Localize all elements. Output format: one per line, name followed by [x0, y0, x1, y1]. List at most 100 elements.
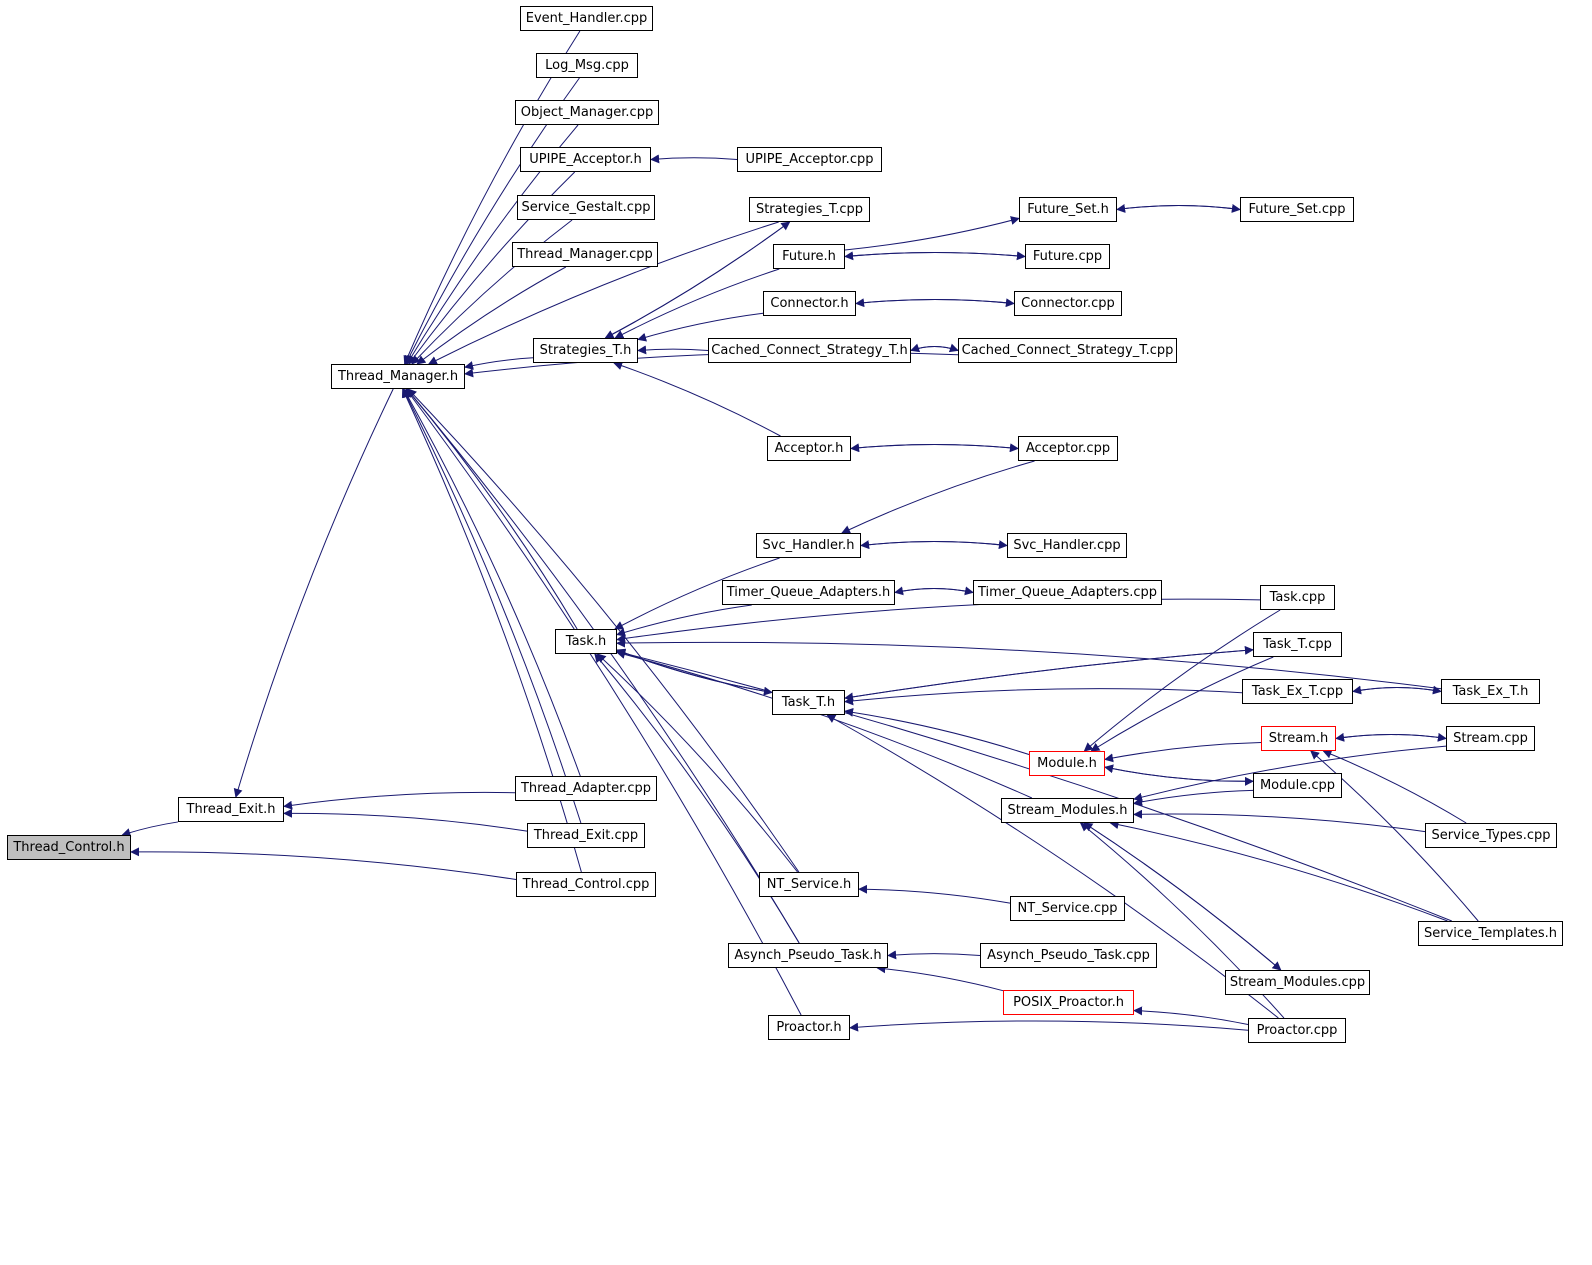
- node-strategies-t-cpp[interactable]: Strategies_T.cpp: [749, 197, 870, 222]
- node-proactor-cpp[interactable]: Proactor.cpp: [1248, 1018, 1346, 1043]
- node-future-h[interactable]: Future.h: [773, 244, 845, 269]
- dependency-edge: [613, 361, 781, 437]
- dependency-edge: [1083, 609, 1281, 752]
- node-service-types-cpp[interactable]: Service_Types.cpp: [1425, 823, 1557, 848]
- dependency-edge: [405, 388, 802, 1016]
- node-task-ex-t-h[interactable]: Task_Ex_T.h: [1441, 679, 1540, 704]
- dependency-edge: [844, 216, 1020, 251]
- dependency-edge: [427, 221, 779, 365]
- dependency-edge: [408, 171, 576, 365]
- node-nt-service-h[interactable]: NT_Service.h: [759, 872, 859, 897]
- node-task-t-cpp[interactable]: Task_T.cpp: [1253, 632, 1342, 657]
- node-svc-handler-h[interactable]: Svc_Handler.h: [756, 533, 861, 558]
- dependency-edge: [283, 791, 516, 810]
- dependency-edge: [860, 540, 1008, 550]
- dependency-edge: [406, 388, 800, 944]
- node-timer-queue-adapters-cpp[interactable]: Timer_Queue_Adapters.cpp: [973, 580, 1162, 605]
- node-thread-manager-cpp[interactable]: Thread_Manager.cpp: [512, 242, 658, 267]
- node-proactor-h[interactable]: Proactor.h: [768, 1015, 850, 1040]
- dependency-edge: [841, 460, 1035, 534]
- node-posix-proactor-h[interactable]: POSIX_Proactor.h: [1003, 990, 1134, 1015]
- node-acceptor-h[interactable]: Acceptor.h: [767, 436, 851, 461]
- node-service-gestalt-cpp[interactable]: Service_Gestalt.cpp: [517, 195, 655, 220]
- dependency-edge: [605, 221, 791, 339]
- node-log-msg-cpp[interactable]: Log_Msg.cpp: [536, 53, 638, 78]
- dependency-edge: [887, 950, 981, 960]
- dependency-edge: [464, 357, 534, 370]
- node-task-cpp[interactable]: Task.cpp: [1260, 585, 1335, 610]
- node-thread-exit-h[interactable]: Thread_Exit.h: [178, 797, 284, 822]
- dependency-edge: [844, 688, 1243, 706]
- dependency-edge: [894, 586, 974, 596]
- node-stream-modules-cpp[interactable]: Stream_Modules.cpp: [1225, 970, 1370, 995]
- node-object-manager-cpp[interactable]: Object_Manager.cpp: [515, 100, 659, 125]
- node-cached-connect-strategy-t-h[interactable]: Cached_Connect_Strategy_T.h: [708, 338, 911, 363]
- dependency-edge: [616, 638, 1442, 690]
- dependency-edge: [1133, 1006, 1249, 1025]
- dependency-edge: [855, 298, 1015, 308]
- node-timer-queue-adapters-h[interactable]: Timer_Queue_Adapters.h: [722, 580, 895, 605]
- node-asynch-pseudo-task-h[interactable]: Asynch_Pseudo_Task.h: [728, 943, 888, 968]
- node-asynch-pseudo-task-cpp[interactable]: Asynch_Pseudo_Task.cpp: [980, 943, 1157, 968]
- node-thread-control-cpp[interactable]: Thread_Control.cpp: [516, 872, 656, 897]
- node-task-ex-t-cpp[interactable]: Task_Ex_T.cpp: [1242, 679, 1353, 704]
- node-upipe-acceptor-h[interactable]: UPIPE_Acceptor.h: [520, 147, 651, 172]
- node-cached-connect-strategy-t-cpp[interactable]: Cached_Connect_Strategy_T.cpp: [958, 338, 1177, 363]
- node-future-cpp[interactable]: Future.cpp: [1025, 244, 1110, 269]
- dependency-edge: [844, 251, 1026, 261]
- dependency-edge: [1310, 750, 1479, 922]
- dependency-edge: [616, 650, 1033, 799]
- node-stream-modules-h[interactable]: Stream_Modules.h: [1001, 798, 1134, 823]
- node-stream-cpp[interactable]: Stream.cpp: [1446, 726, 1535, 751]
- dependency-edge: [233, 388, 394, 798]
- dependency-edge: [596, 653, 798, 873]
- dependency-edge: [1090, 656, 1274, 752]
- dependency-edge: [403, 388, 581, 777]
- node-upipe-acceptor-cpp[interactable]: UPIPE_Acceptor.cpp: [737, 147, 882, 172]
- dependency-edge: [402, 388, 582, 824]
- dependency-edge: [1335, 732, 1447, 742]
- node-nt-service-cpp[interactable]: NT_Service.cpp: [1010, 896, 1125, 921]
- dependency-edge: [1104, 766, 1254, 786]
- dependency-edge: [1322, 749, 1467, 824]
- node-strategies-t-h[interactable]: Strategies_T.h: [533, 338, 638, 363]
- dependency-edge: [1116, 203, 1241, 213]
- dependency-edge: [1109, 820, 1448, 922]
- dependency-edge: [616, 604, 752, 637]
- dependency-edge: [876, 964, 1004, 992]
- dependency-edge: [1104, 764, 1254, 782]
- dependency-edge: [850, 443, 1019, 453]
- node-thread-adapter-cpp[interactable]: Thread_Adapter.cpp: [515, 776, 657, 801]
- dependency-edge: [1133, 745, 1447, 802]
- dependency-edge: [604, 221, 790, 339]
- dependency-edge: [650, 154, 738, 164]
- dependency-edge: [616, 598, 1261, 643]
- node-svc-handler-cpp[interactable]: Svc_Handler.cpp: [1007, 533, 1127, 558]
- node-task-t-h[interactable]: Task_T.h: [772, 690, 845, 715]
- node-module-h[interactable]: Module.h: [1029, 751, 1105, 776]
- node-stream-h[interactable]: Stream.h: [1261, 726, 1336, 751]
- dependency-edge: [283, 808, 528, 832]
- node-event-handler-cpp[interactable]: Event_Handler.cpp: [520, 6, 653, 31]
- dependency-edge: [1133, 789, 1254, 807]
- node-future-set-h[interactable]: Future_Set.h: [1019, 197, 1117, 222]
- node-connector-h[interactable]: Connector.h: [763, 291, 856, 316]
- dependency-edge: [1083, 822, 1282, 971]
- dependency-edge: [407, 388, 800, 873]
- dependency-edge: [594, 653, 800, 944]
- dependency-edge: [416, 266, 567, 365]
- node-future-set-cpp[interactable]: Future_Set.cpp: [1240, 197, 1354, 222]
- dependency-edge: [849, 1020, 1249, 1032]
- dependency-edge: [844, 707, 1030, 756]
- dependency-edge: [614, 557, 780, 630]
- node-thread-control-h[interactable]: Thread_Control.h: [7, 835, 131, 860]
- node-task-h[interactable]: Task.h: [555, 629, 617, 654]
- node-thread-manager-h[interactable]: Thread_Manager.h: [331, 364, 465, 389]
- node-connector-cpp[interactable]: Connector.cpp: [1014, 291, 1122, 316]
- node-thread-exit-cpp[interactable]: Thread_Exit.cpp: [527, 823, 645, 848]
- node-module-cpp[interactable]: Module.cpp: [1253, 773, 1342, 798]
- dependency-edge: [844, 645, 1254, 699]
- node-acceptor-cpp[interactable]: Acceptor.cpp: [1018, 436, 1118, 461]
- dependency-edge: [401, 388, 582, 873]
- node-service-templates-h[interactable]: Service_Templates.h: [1418, 921, 1563, 946]
